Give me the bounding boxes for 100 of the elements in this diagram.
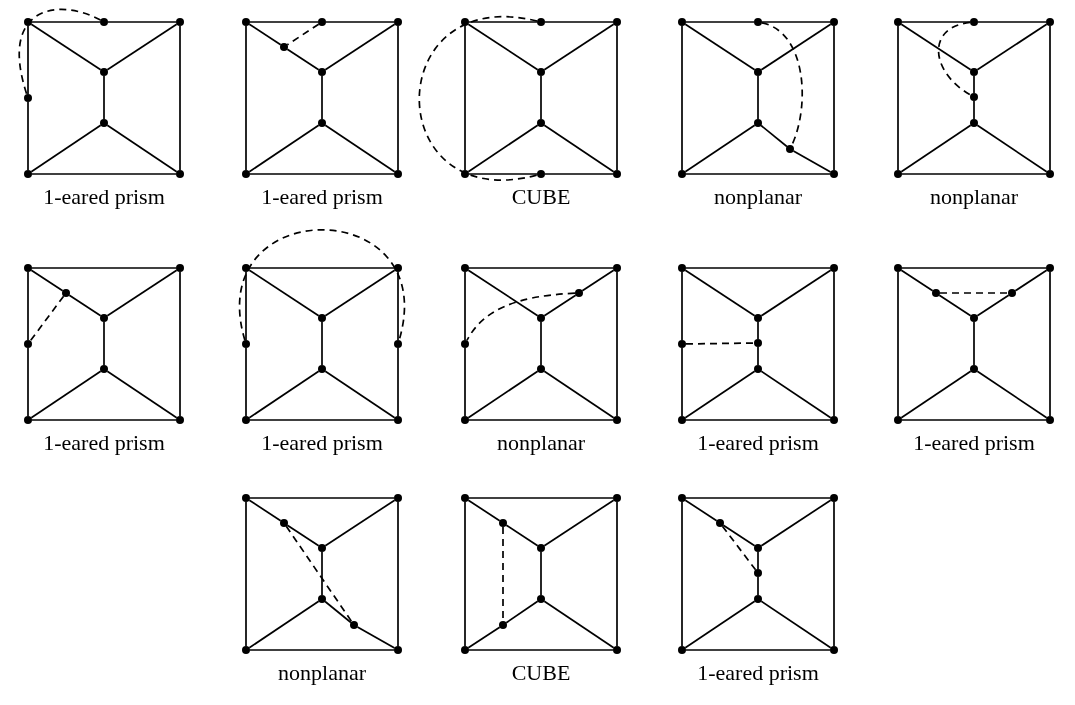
graph-caption: 1-eared prism [697, 660, 819, 686]
edge-line [681, 501, 683, 647]
vertex-dot [394, 170, 402, 178]
graph-caption: nonplanar [714, 184, 802, 210]
edge-line [685, 649, 831, 651]
edge-line [976, 124, 1048, 173]
edge-line [249, 649, 395, 651]
edge-line [248, 499, 282, 522]
edge-line [468, 419, 614, 421]
edge-line [684, 499, 718, 522]
graph-caption: nonplanar [278, 660, 366, 686]
edge-line [324, 499, 396, 547]
edge-line [684, 269, 756, 317]
vertex-dot [394, 18, 402, 26]
edge-line [505, 524, 539, 547]
edge-line [1014, 269, 1048, 292]
edge-line [833, 25, 835, 171]
edge-line [27, 101, 29, 171]
dashed-edge [939, 292, 1009, 294]
edge-line [27, 347, 29, 417]
vertex-dot [100, 365, 108, 373]
edge-line [544, 21, 614, 23]
edge-line [103, 321, 105, 366]
vertex-dot [499, 621, 507, 629]
vertex-dot [242, 416, 250, 424]
edge-line [468, 497, 614, 499]
edge-line [1049, 271, 1051, 417]
vertex-dot [242, 170, 250, 178]
vertex-dot [613, 170, 621, 178]
vertex-dot [537, 314, 545, 322]
edge-line [544, 173, 614, 175]
edge-line [324, 23, 396, 71]
edge-line [900, 269, 934, 292]
edge-line [761, 21, 831, 23]
vertex-dot [894, 416, 902, 424]
edge-line [760, 370, 832, 419]
edge-line [245, 501, 247, 647]
vertex-dot [678, 18, 686, 26]
edge-line [616, 25, 618, 171]
vertex-dot [24, 264, 32, 272]
edge-line [106, 269, 178, 317]
edge-line [973, 100, 975, 120]
vertex-dot [830, 494, 838, 502]
edge-line [977, 21, 1047, 23]
vertex-dot [1046, 264, 1054, 272]
edge-line [324, 124, 396, 173]
edge-line [467, 124, 539, 173]
vertex-dot [575, 289, 583, 297]
vertex-dot [537, 595, 545, 603]
vertex-dot [613, 18, 621, 26]
edge-line [31, 21, 101, 23]
edge-line [581, 269, 615, 292]
graph-caption: 1-eared prism [261, 430, 383, 456]
edge-line [540, 321, 542, 366]
edge-line [900, 370, 972, 419]
graph-caption: 1-eared prism [43, 184, 165, 210]
vertex-dot [894, 264, 902, 272]
edge-line [681, 347, 683, 417]
edge-line [900, 23, 972, 71]
edge-line [397, 271, 399, 341]
edge-line [543, 600, 615, 649]
edge-line [397, 501, 399, 647]
edge-line [833, 501, 835, 647]
vertex-dot [100, 18, 108, 26]
edge-line [248, 23, 282, 46]
vertex-dot [242, 646, 250, 654]
edge-line [464, 271, 466, 341]
dashed-edge [285, 525, 353, 623]
vertex-dot [754, 595, 762, 603]
edge-line [543, 294, 577, 317]
edge-line [397, 347, 399, 417]
vertex-dot [970, 365, 978, 373]
vertex-dot [461, 340, 469, 348]
edge-line [68, 294, 102, 317]
edge-line [30, 370, 102, 419]
graph-caption: 1-eared prism [261, 184, 383, 210]
vertex-dot [394, 646, 402, 654]
edge-line [467, 23, 539, 71]
vertex-dot [176, 170, 184, 178]
vertex-dot [970, 68, 978, 76]
graph-caption: 1-eared prism [697, 430, 819, 456]
vertex-dot [678, 264, 686, 272]
vertex-dot [678, 494, 686, 502]
vertex-dot [1046, 18, 1054, 26]
vertex-dot [499, 519, 507, 527]
edge-line [976, 294, 1010, 317]
edge-line [973, 321, 975, 366]
vertex-dot [100, 119, 108, 127]
edge-line [248, 370, 320, 419]
edge-line [106, 370, 178, 419]
edge-line [31, 173, 177, 175]
vertex-dot [537, 170, 545, 178]
edge-line [901, 173, 1047, 175]
vertex-dot [24, 170, 32, 178]
edge-line [976, 370, 1048, 419]
dashed-edge [29, 295, 65, 342]
vertex-dot [894, 18, 902, 26]
vertex-dot [613, 264, 621, 272]
edge-line [324, 269, 396, 317]
edge-line [31, 419, 177, 421]
